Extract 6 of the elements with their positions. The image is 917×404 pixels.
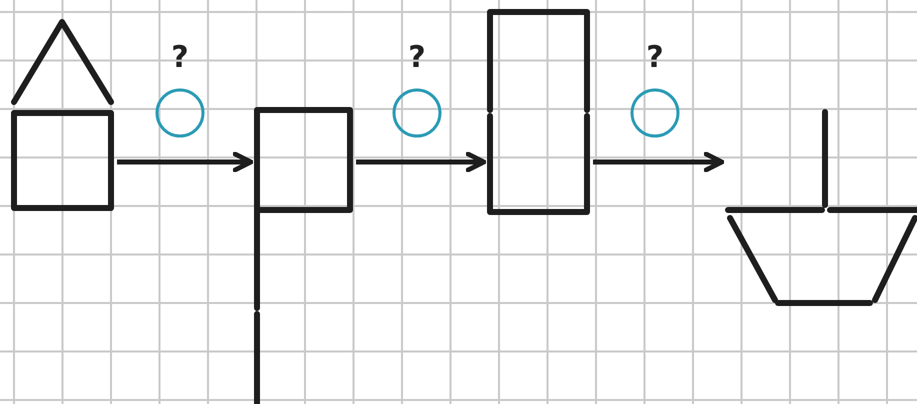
arrow (593, 152, 724, 172)
question-mark: ? (645, 40, 665, 76)
question-mark: ? (407, 40, 427, 76)
arrow (117, 152, 254, 172)
arrow (356, 152, 486, 172)
question-mark: ? (170, 40, 190, 76)
